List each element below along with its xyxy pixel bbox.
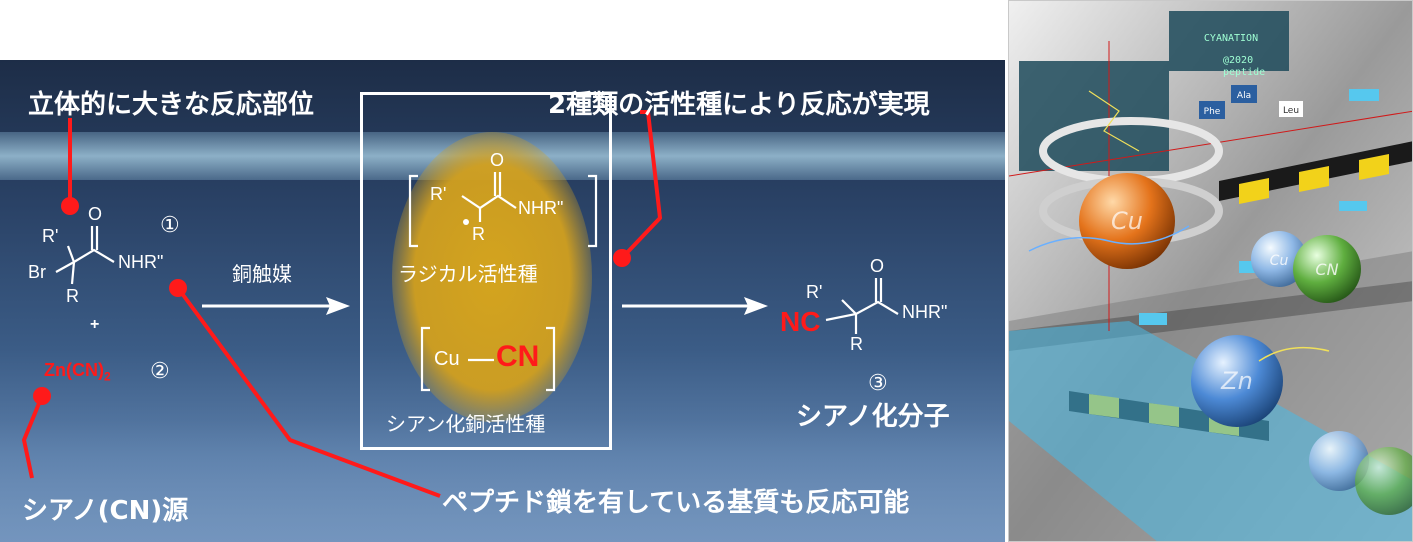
sphere-label-cu1: Cu [1111, 207, 1143, 235]
reactant1-nhr: NHR" [118, 252, 164, 272]
product-r-prime: R' [806, 282, 823, 302]
product-r: R [850, 334, 863, 354]
radical-species-label: ラジカル活性種 [398, 262, 538, 286]
cyano-source-label: シアノ(CN)源 [22, 496, 189, 526]
callout-line-cyano [22, 395, 44, 479]
cyanation-illustration: CYANATION @2020 peptide Phe Ala Leu Cu C… [1008, 0, 1413, 542]
product-o: O [870, 256, 885, 276]
sphere-label-zn: Zn [1220, 367, 1253, 395]
sphere-label-cu2: Cu [1270, 253, 1289, 269]
reactant1-o: O [88, 204, 103, 224]
reactant1-r: R [66, 286, 79, 306]
callout-dot-steric [61, 197, 79, 215]
catalyst-label: 銅触媒 [232, 262, 292, 286]
product-nc: NC [780, 306, 821, 337]
scheme-lines [22, 110, 662, 498]
screen-text-cyanation: CYANATION [1204, 33, 1258, 44]
radical-r: R [472, 224, 485, 244]
two-species-label: 2種類の活性種により反応が実現 [548, 90, 930, 120]
callout-dot-cyano [33, 387, 51, 405]
product-nhr: NHR" [902, 302, 948, 322]
reactant2-number: ② [150, 358, 170, 383]
screen-text-leu: Leu [1283, 106, 1299, 116]
intermediates-box [360, 92, 612, 450]
plus-sign: + [90, 316, 100, 333]
radical-r-prime: R' [430, 184, 447, 204]
sphere-cu-large [1079, 173, 1175, 269]
reactant2-subscript: 2 [103, 369, 111, 384]
product-number: ③ [868, 370, 888, 395]
screen-text-2020: @2020 [1223, 55, 1253, 66]
reactant1-br: Br [28, 262, 46, 282]
sphere-cu-small [1251, 231, 1307, 287]
active-species-glow [392, 132, 592, 422]
copper-cn: CN [496, 340, 540, 373]
radical-o: O [490, 150, 505, 170]
peptide-label: ペプチド鎖を有している基質も反応可能 [442, 488, 910, 518]
callout-line-peptide [176, 286, 441, 498]
screen-text-peptide: peptide [1223, 67, 1265, 78]
illustration-svg: CYANATION @2020 peptide Phe Ala Leu Cu C… [1009, 1, 1412, 541]
screen-text-ala: Ala [1237, 91, 1251, 101]
reactant1-number: ① [160, 212, 180, 237]
sphere-label-cn: CN [1315, 260, 1338, 279]
callout-line-species [620, 110, 662, 260]
lower-band [0, 420, 1005, 542]
reactant1-r-prime: R' [42, 226, 59, 246]
reactant2-zn: Zn(CN) [44, 360, 104, 380]
copper-cu: Cu [434, 348, 460, 370]
sphere-cn [1293, 235, 1361, 303]
sphere-zn [1191, 335, 1283, 427]
screen-text-phe: Phe [1204, 107, 1221, 117]
copper-species-label: シアン化銅活性種 [386, 412, 546, 436]
reactant2-formula: Zn(CN)2 [44, 360, 111, 384]
callout-dot-peptide [169, 279, 187, 297]
radical-nhr: NHR" [518, 198, 564, 218]
callout-dot-species [613, 249, 631, 267]
steric-site-label: 立体的に大きな反応部位 [28, 90, 315, 120]
product-label: シアノ化分子 [796, 402, 950, 432]
